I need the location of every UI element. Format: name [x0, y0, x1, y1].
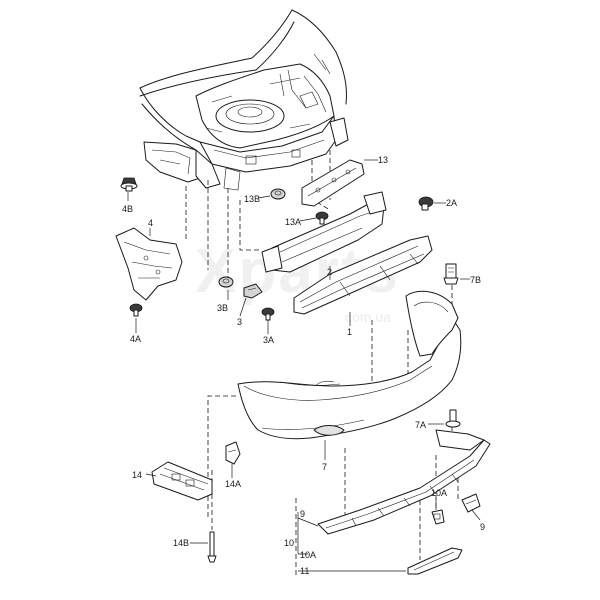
fastener-4A: [129, 303, 143, 317]
label-3: 3: [237, 317, 242, 327]
fasteners: [120, 177, 461, 428]
part-14A-bracket: [225, 441, 241, 465]
label-7B: 7B: [470, 275, 481, 285]
label-9-right: 9: [480, 522, 485, 532]
callout-labels: 13 2A 4B 13B 13A 4 2 7B 3B 3 3A 4A 1 7A …: [122, 155, 485, 576]
part-14-reflector-panel: [151, 461, 213, 501]
car-body-rear: [139, 9, 349, 191]
watermark-subtext: com.ua: [345, 309, 391, 325]
part-4-side-bracket: [115, 227, 183, 301]
fastener-3: [243, 283, 263, 299]
label-14B: 14B: [173, 538, 189, 548]
fastener-2A: [418, 196, 434, 211]
fastener-4B: [120, 177, 138, 192]
label-3B: 3B: [217, 303, 228, 313]
fastener-13B: [270, 188, 286, 200]
part-11-lower-trim: [407, 547, 463, 575]
label-14A: 14A: [225, 479, 241, 489]
label-10A-left: 10A: [300, 550, 316, 560]
part-13-trim-strip: [301, 159, 365, 207]
label-10A-right: 10A: [431, 488, 447, 498]
leader-lines: [127, 159, 481, 572]
label-13: 13: [378, 155, 388, 165]
label-11: 11: [300, 566, 309, 576]
label-13B: 13B: [244, 194, 260, 204]
label-2: 2: [327, 267, 332, 277]
fastener-3A: [261, 307, 275, 321]
label-7: 7: [322, 462, 327, 472]
part-10-lower-diffuser: [317, 429, 491, 535]
label-4: 4: [148, 218, 153, 228]
label-4A: 4A: [130, 334, 141, 344]
part-2-bumper-carrier: [261, 191, 387, 273]
label-7A: 7A: [415, 420, 426, 430]
part-14B-pin: [207, 531, 217, 563]
label-1: 1: [347, 327, 352, 337]
fastener-7A: [445, 409, 461, 428]
part-9-clip-right: [461, 493, 481, 513]
label-10: 10: [284, 538, 294, 548]
fastener-3B: [218, 276, 234, 288]
fastener-13A: [315, 211, 329, 225]
label-3A: 3A: [263, 335, 274, 345]
label-2A: 2A: [446, 198, 457, 208]
label-13A: 13A: [285, 217, 301, 227]
part-10A-clip-right: [431, 509, 445, 525]
fastener-7B: [443, 263, 459, 285]
label-9-left: 9: [300, 509, 305, 519]
label-14: 14: [132, 470, 142, 480]
part-7-bumper-cover: [237, 290, 462, 440]
label-4B: 4B: [122, 204, 133, 214]
part-1-impact-absorber: [293, 235, 433, 315]
